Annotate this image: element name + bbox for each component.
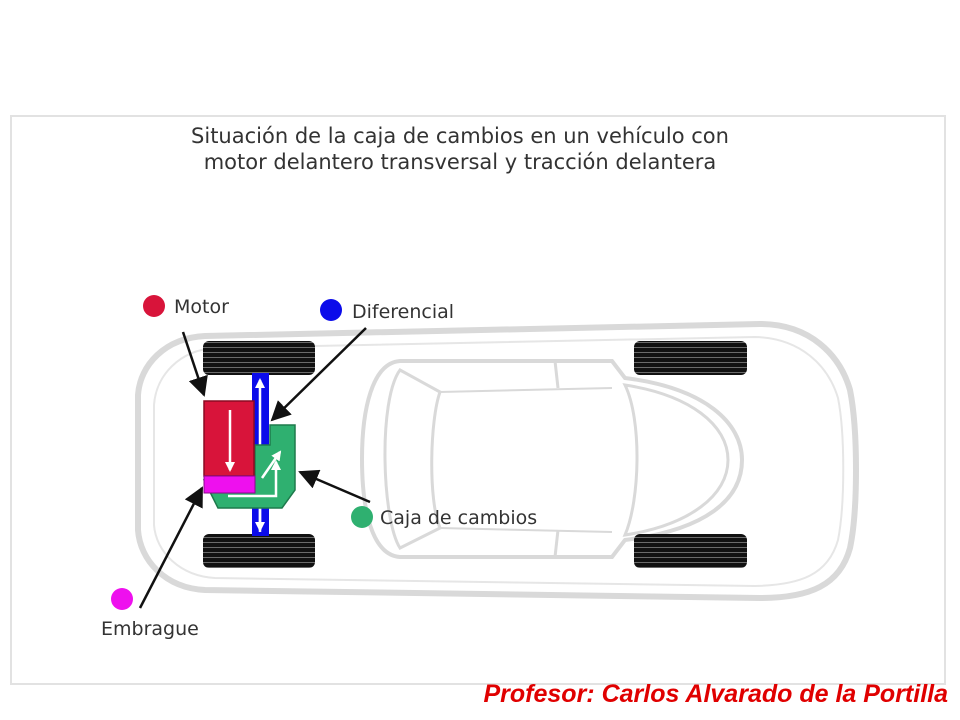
title-line-2: motor delantero transversal y tracción d… <box>203 150 717 174</box>
wheel-front-bottom <box>203 534 315 568</box>
diferencial-dot <box>320 299 342 321</box>
wheel-front-top <box>203 341 315 375</box>
motor-pointer <box>181 331 208 397</box>
windshield <box>383 368 442 550</box>
wheel-rear-top <box>634 341 747 375</box>
wheel-rear-bottom <box>634 534 747 568</box>
diferencial-pointer <box>270 327 367 422</box>
car-body-inner <box>153 335 845 588</box>
embrague-dot <box>111 588 133 610</box>
caja-label: Caja de cambios <box>380 507 537 529</box>
embrague-label: Embrague <box>101 618 199 640</box>
rear-window <box>622 383 730 537</box>
clutch-block <box>203 475 256 494</box>
diferencial-label: Diferencial <box>352 301 454 323</box>
diagram-title: Situación de la caja de cambios en un ve… <box>0 123 920 175</box>
motor-label: Motor <box>174 296 229 318</box>
professor-credit: Profesor: Carlos Alvarado de la Portilla <box>483 680 949 708</box>
caja-dot <box>351 506 373 528</box>
motor-dot <box>143 295 165 317</box>
diagram-frame <box>10 115 946 685</box>
car-body-outline <box>135 320 859 602</box>
caja-pointer <box>298 469 371 504</box>
embrague-pointer <box>138 486 204 609</box>
title-line-1: Situación de la caja de cambios en un ve… <box>191 124 729 148</box>
cabin-outline <box>359 359 745 559</box>
